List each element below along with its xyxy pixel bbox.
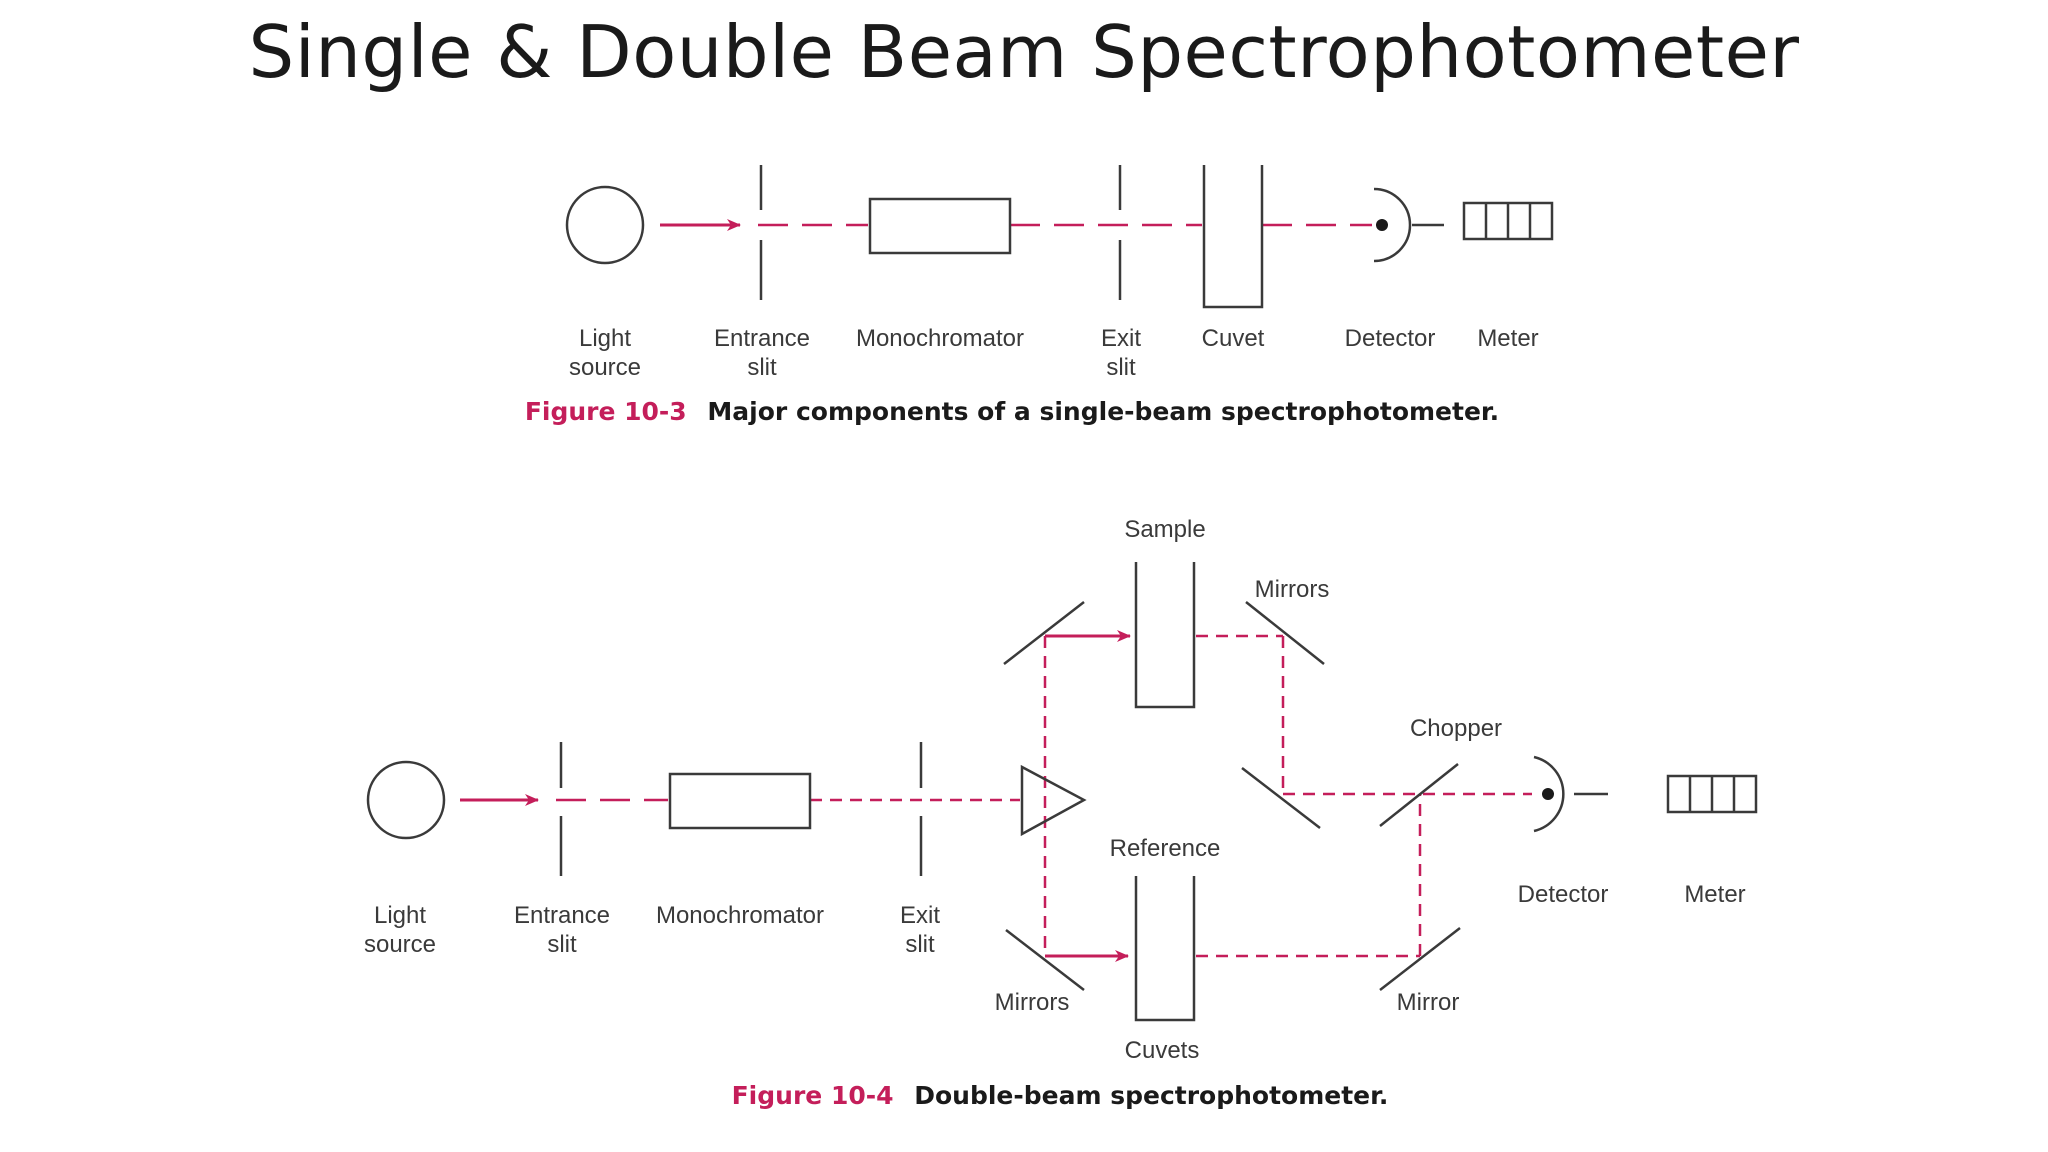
double-label-meter: Meter (1684, 881, 1745, 908)
double-label-mirrors-top: Mirrors (1255, 576, 1330, 603)
sample-cuvet-icon (1134, 562, 1196, 709)
double-label-exit-slit-2: slit (905, 931, 935, 958)
mirror-top-left-icon (1003, 601, 1085, 665)
single-label-exit-slit-2: slit (1106, 354, 1136, 381)
double-label-light-source-1: Light (374, 902, 426, 929)
single-label-cuvet: Cuvet (1202, 325, 1265, 352)
double-label-light-source-2: source (364, 931, 436, 958)
reference-cuvet-icon (1134, 876, 1196, 1022)
figure-double-beam: Sample Mirrors Chopper Reference Light s… (364, 516, 1758, 1110)
single-caption-number: Figure 10-3 (525, 397, 687, 426)
double-detector-icon (1533, 755, 1608, 833)
single-label-meter: Meter (1477, 325, 1538, 352)
single-label-monochromator: Monochromator (856, 325, 1024, 352)
single-label-detector: Detector (1345, 325, 1436, 352)
double-label-detector: Detector (1518, 881, 1609, 908)
single-label-light-source-2: source (569, 354, 641, 381)
mirror-bottom-right-icon (1379, 927, 1461, 991)
double-label-sample: Sample (1124, 516, 1205, 543)
single-figure-caption: Figure 10-3 Major components of a single… (525, 397, 1499, 426)
double-light-source-icon (366, 760, 446, 840)
double-label-exit-slit-1: Exit (900, 902, 940, 929)
single-cuvet-icon (1202, 165, 1264, 309)
single-monochromator-icon (868, 197, 1012, 255)
single-label-exit-slit-1: Exit (1101, 325, 1141, 352)
double-monochromator-icon (668, 772, 812, 830)
double-label-reference: Reference (1110, 835, 1221, 862)
double-label-cuvets: Cuvets (1125, 1037, 1200, 1064)
double-label-entrance-slit-2: slit (547, 931, 577, 958)
single-light-source-icon (565, 185, 645, 265)
beam-splitter-icon (1020, 764, 1087, 837)
double-label-chopper: Chopper (1410, 715, 1502, 742)
mirror-bottom-left-icon (1005, 929, 1085, 991)
double-label-monochromator: Monochromator (656, 902, 824, 929)
double-label-entrance-slit-1: Entrance (514, 902, 610, 929)
slide-title: Single & Double Beam Spectrophotometer (248, 10, 1800, 94)
single-label-entrance-slit-2: slit (747, 354, 777, 381)
double-figure-caption: Figure 10-4 Double-beam spectrophotomete… (732, 1081, 1389, 1110)
double-label-mirror: Mirror (1397, 989, 1460, 1016)
double-meter-icon (1666, 774, 1758, 814)
double-caption-text: Double-beam spectrophotometer. (914, 1081, 1388, 1110)
mirror-middle-icon (1241, 767, 1321, 829)
chopper-icon (1379, 763, 1459, 827)
mirror-top-right-icon (1245, 601, 1325, 665)
figure-single-beam: Light source Entrance slit Monochromator… (525, 165, 1554, 426)
double-label-mirrors-bottom: Mirrors (995, 989, 1070, 1016)
single-label-entrance-slit-1: Entrance (714, 325, 810, 352)
single-label-light-source-1: Light (579, 325, 631, 352)
double-caption-number: Figure 10-4 (732, 1081, 894, 1110)
single-detector-icon (1373, 187, 1444, 263)
single-caption-text: Major components of a single-beam spectr… (707, 397, 1499, 426)
single-meter-icon (1462, 201, 1554, 241)
